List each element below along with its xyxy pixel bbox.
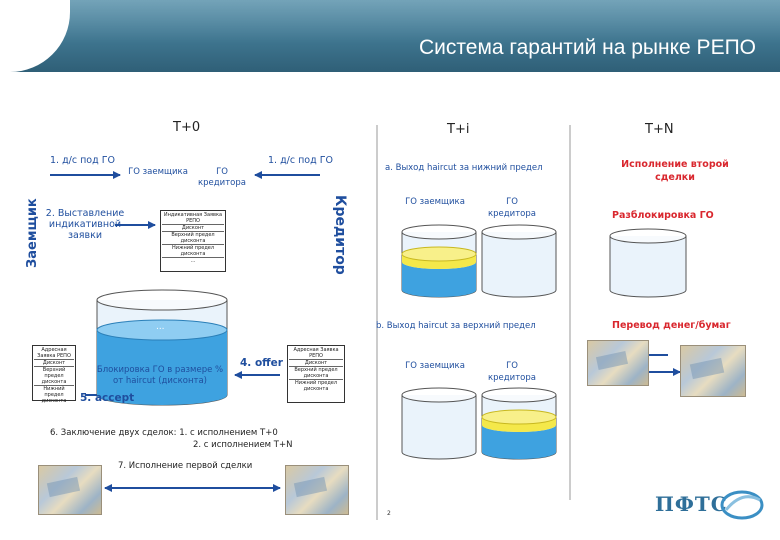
money-image-right bbox=[285, 465, 349, 515]
tn-unblock: Разблокировка ГО bbox=[612, 210, 714, 221]
bucket-dots: … bbox=[156, 322, 165, 332]
step1-right: 1. д/с под ГО bbox=[268, 155, 333, 166]
go-creditor-t0: ГО кредитора bbox=[198, 167, 246, 188]
ti-b-label: b. Выход haircut за верхний предел bbox=[376, 321, 536, 331]
box-row: Дисконт bbox=[289, 359, 343, 366]
box-row: Верхний предел дисконта bbox=[289, 366, 343, 379]
bucket-ti-creditor bbox=[481, 224, 557, 298]
box-row: Адресная Заявка РЕПО bbox=[293, 347, 339, 359]
ti-go-creditor: ГО кредитора bbox=[488, 197, 536, 219]
ti-go-borrower: ГО заемщика bbox=[405, 197, 465, 207]
money-image-tn-left bbox=[587, 340, 649, 386]
ti-go-borrower-2: ГО заемщика bbox=[405, 361, 465, 371]
ti-a-label: a. Выход haircut за нижний предел bbox=[385, 163, 543, 173]
column-ti: T+i bbox=[447, 122, 470, 137]
step2-label: 2. Выставление индикативной заявки bbox=[45, 208, 125, 241]
box-row: Нижний предел дисконта bbox=[162, 244, 224, 257]
money-image-tn-right bbox=[680, 345, 746, 397]
box-row: Верхний предел дисконта bbox=[34, 366, 74, 385]
side-creditor: Кредитор bbox=[332, 195, 348, 275]
bucket-ti-borrower bbox=[401, 224, 477, 298]
indicative-order-box: Индикативная Заявка РЕПО Дисконт Верхний… bbox=[160, 210, 226, 272]
box-row: … bbox=[162, 257, 224, 264]
block-text: Блокировка ГО в размере % от haircut (ди… bbox=[96, 365, 224, 386]
box-row: Нижний предел дисконта bbox=[34, 385, 74, 404]
tn-execution: Исполнение второй сделки bbox=[621, 159, 729, 183]
ti-go-creditor-2: ГО кредитора bbox=[488, 361, 536, 383]
box-row: Адресная Заявка РЕПО bbox=[37, 347, 71, 359]
column-t0: T+0 bbox=[173, 120, 201, 135]
address-order-box-right: Адресная Заявка РЕПО Дисконт Верхний пре… bbox=[287, 345, 345, 403]
column-tn: T+N bbox=[645, 122, 674, 137]
step6-line2: 2. с исполнением Т+N bbox=[193, 440, 293, 450]
box-row: Индикативная Заявка РЕПО bbox=[163, 212, 223, 224]
bucket-t0 bbox=[96, 289, 228, 406]
logo-swoosh-icon bbox=[720, 490, 764, 520]
bucket-ti-borrower-2 bbox=[401, 387, 477, 460]
tn-transfer: Перевод денег/бумаг bbox=[612, 320, 731, 331]
box-row: Нижний предел дисконта bbox=[289, 379, 343, 392]
box-row: Дисконт bbox=[162, 224, 224, 231]
step4-offer: 4. offer bbox=[240, 357, 283, 369]
step5-accept: 5. accept bbox=[80, 392, 135, 404]
address-order-box-left: Адресная Заявка РЕПО Дисконт Верхний пре… bbox=[32, 345, 76, 404]
page-title: Система гарантий на рынке РЕПО bbox=[418, 36, 756, 59]
bucket-tn bbox=[609, 228, 687, 298]
step1-left: 1. д/с под ГО bbox=[50, 155, 115, 166]
page-number: 2 bbox=[387, 510, 391, 517]
header-bar: Система гарантий на рынке РЕПО bbox=[0, 0, 780, 72]
step6-line1: 6. Заключение двух сделок: 1. с исполнен… bbox=[50, 428, 278, 438]
logo-text: ПФТС bbox=[655, 492, 728, 516]
side-borrower: Заемщик bbox=[25, 198, 40, 268]
pfts-logo: ПФТС bbox=[655, 488, 765, 530]
box-row: Верхний предел дисконта bbox=[162, 231, 224, 244]
bucket-ti-creditor-2 bbox=[481, 387, 557, 460]
header-gloss bbox=[0, 0, 780, 72]
step7-label: 7. Исполнение первой сделки bbox=[118, 461, 253, 471]
box-row: Дисконт bbox=[34, 359, 74, 366]
go-borrower-t0: ГО заемщика bbox=[128, 167, 188, 177]
money-image-left bbox=[38, 465, 102, 515]
